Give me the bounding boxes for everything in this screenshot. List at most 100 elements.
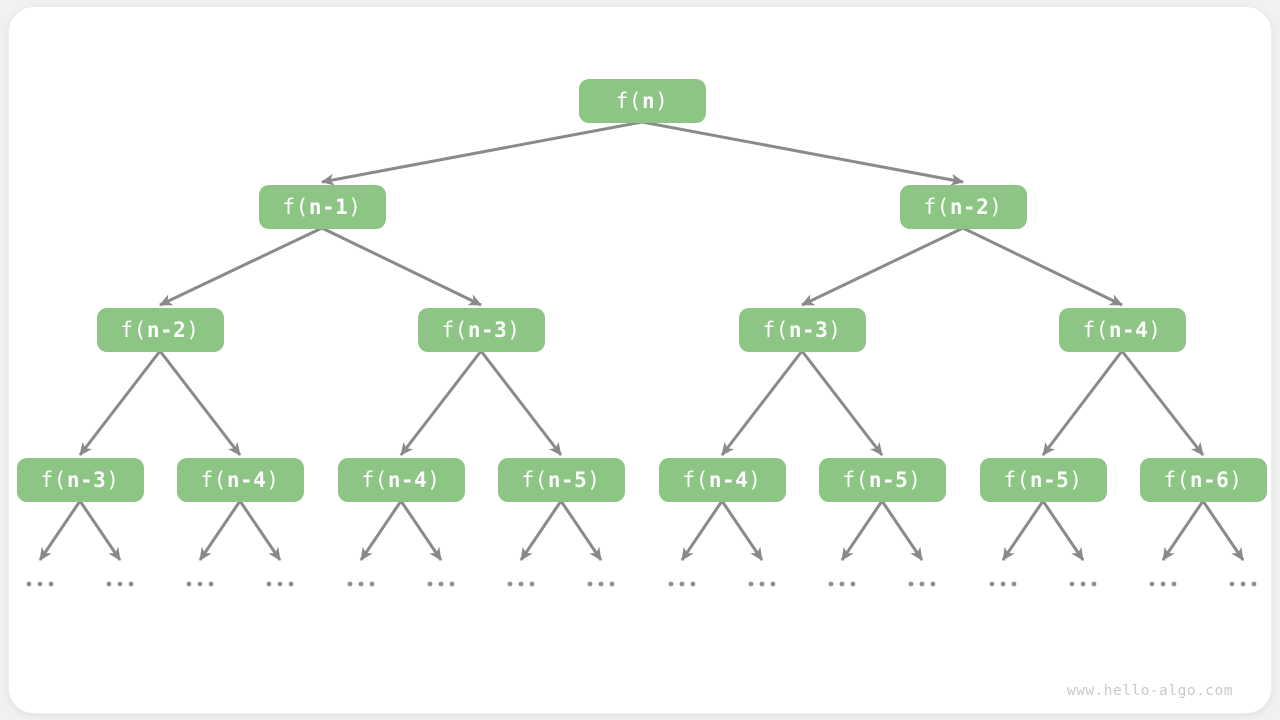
node-label-suffix: ) bbox=[587, 468, 601, 492]
edge-arrow bbox=[399, 350, 483, 456]
ellipsis bbox=[989, 581, 1017, 587]
edge-arrow bbox=[720, 500, 764, 561]
ellipsis-dot bbox=[759, 581, 765, 587]
ellipsis-dot bbox=[266, 581, 272, 587]
ellipsis-dot bbox=[609, 581, 615, 587]
ellipsis-dot bbox=[449, 581, 455, 587]
node-label-suffix: ) bbox=[348, 195, 362, 219]
ellipsis-dot bbox=[1091, 581, 1097, 587]
node-label-prefix: f( bbox=[842, 468, 869, 492]
edge-arrow bbox=[159, 226, 323, 307]
node-label-suffix: ) bbox=[186, 318, 200, 342]
tree-node: f(n-5) bbox=[818, 458, 946, 502]
edge-arrow bbox=[359, 500, 403, 561]
tree-node: f(n-2) bbox=[96, 308, 224, 352]
node-label-prefix: f( bbox=[682, 468, 709, 492]
node-label-arg: n-4 bbox=[226, 468, 267, 492]
tree-node: f(n-3) bbox=[16, 458, 144, 502]
edge-arrow bbox=[801, 226, 964, 307]
node-label-suffix: ) bbox=[427, 468, 441, 492]
ellipsis-dot bbox=[358, 581, 364, 587]
edge-arrow bbox=[321, 120, 643, 186]
ellipsis bbox=[1229, 581, 1257, 587]
ellipsis-dot bbox=[507, 581, 513, 587]
ellipsis-dot bbox=[690, 581, 696, 587]
tree-node: f(n) bbox=[578, 79, 706, 123]
ellipsis-dot bbox=[850, 581, 856, 587]
ellipsis-dot bbox=[748, 581, 754, 587]
node-label-arg: n-6 bbox=[1189, 468, 1230, 492]
ellipsis bbox=[587, 581, 615, 587]
ellipsis-dot bbox=[679, 581, 685, 587]
ellipsis-dot bbox=[1069, 581, 1075, 587]
tree-node: f(n-3) bbox=[417, 308, 545, 352]
node-label-suffix: ) bbox=[748, 468, 762, 492]
ellipsis bbox=[507, 581, 535, 587]
ellipsis-dot bbox=[668, 581, 674, 587]
ellipsis bbox=[106, 581, 134, 587]
node-label-arg: n-3 bbox=[66, 468, 107, 492]
ellipsis-dot bbox=[186, 581, 192, 587]
edge-arrow bbox=[800, 350, 884, 456]
ellipsis-dot bbox=[587, 581, 593, 587]
node-label-prefix: f( bbox=[200, 468, 227, 492]
tree-node: f(n-4) bbox=[176, 458, 304, 502]
node-label-suffix: ) bbox=[828, 318, 842, 342]
node-label-prefix: f( bbox=[762, 318, 789, 342]
node-label-prefix: f( bbox=[1003, 468, 1030, 492]
ellipsis-dot bbox=[48, 581, 54, 587]
tree-node: f(n-4) bbox=[1058, 308, 1186, 352]
ellipsis-dot bbox=[106, 581, 112, 587]
edge-arrow bbox=[158, 350, 242, 456]
ellipsis-dot bbox=[37, 581, 43, 587]
tree-node: f(n-5) bbox=[979, 458, 1107, 502]
node-label-arg: n-2 bbox=[146, 318, 187, 342]
canvas-card bbox=[8, 6, 1272, 714]
node-label-suffix: ) bbox=[989, 195, 1003, 219]
ellipsis-dot bbox=[908, 581, 914, 587]
node-label-prefix: f( bbox=[1163, 468, 1190, 492]
node-label-arg: n-5 bbox=[868, 468, 909, 492]
node-label-suffix: ) bbox=[908, 468, 922, 492]
ellipsis-dot bbox=[770, 581, 776, 587]
ellipsis-dot bbox=[919, 581, 925, 587]
edge-arrow bbox=[880, 500, 924, 561]
ellipsis bbox=[26, 581, 54, 587]
node-label-prefix: f( bbox=[361, 468, 388, 492]
node-label-prefix: f( bbox=[521, 468, 548, 492]
ellipsis-dot bbox=[427, 581, 433, 587]
node-label-arg: n-4 bbox=[1108, 318, 1149, 342]
edge-arrow bbox=[399, 500, 443, 561]
edge-arrow bbox=[519, 500, 563, 561]
ellipsis bbox=[828, 581, 856, 587]
node-label-prefix: f( bbox=[282, 195, 309, 219]
ellipsis-dot bbox=[1080, 581, 1086, 587]
node-label-suffix: ) bbox=[507, 318, 521, 342]
node-label-arg: n-4 bbox=[708, 468, 749, 492]
ellipsis bbox=[1069, 581, 1097, 587]
edge-arrow bbox=[720, 350, 804, 456]
ellipsis-dot bbox=[1149, 581, 1155, 587]
node-label-suffix: ) bbox=[106, 468, 120, 492]
ellipsis bbox=[266, 581, 294, 587]
node-label-arg: n-5 bbox=[1029, 468, 1070, 492]
edge-arrow bbox=[1041, 500, 1085, 561]
ellipsis bbox=[427, 581, 455, 587]
ellipsis-dot bbox=[828, 581, 834, 587]
node-label-arg: n-2 bbox=[949, 195, 990, 219]
node-label-prefix: f( bbox=[120, 318, 147, 342]
node-label-arg: n bbox=[641, 89, 656, 113]
edge-arrow bbox=[238, 500, 282, 561]
node-label-arg: n-5 bbox=[547, 468, 588, 492]
tree-node: f(n-4) bbox=[337, 458, 465, 502]
ellipsis-dot bbox=[1251, 581, 1257, 587]
node-label-prefix: f( bbox=[1082, 318, 1109, 342]
ellipsis-dot bbox=[989, 581, 995, 587]
ellipsis-dot bbox=[117, 581, 123, 587]
node-label-suffix: ) bbox=[655, 89, 669, 113]
edge-arrow bbox=[1001, 500, 1045, 561]
ellipsis bbox=[1149, 581, 1177, 587]
edge-arrow bbox=[840, 500, 884, 561]
